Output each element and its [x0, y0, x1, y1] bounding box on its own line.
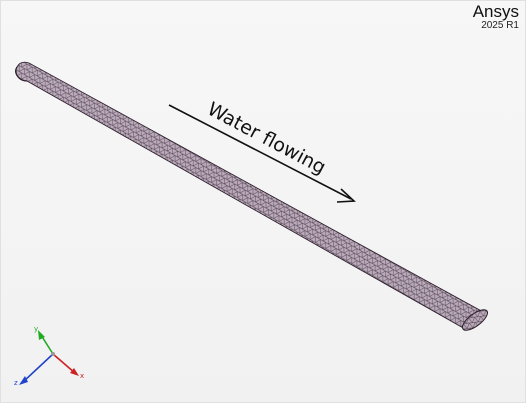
ansys-logo: Ansys 2025 R1	[473, 3, 519, 31]
brand-name: Ansys	[472, 2, 519, 21]
pipe-mesh[interactable]	[15, 61, 491, 334]
flow-annotation-label: Water flowing	[204, 98, 330, 179]
pipe-outlet-face[interactable]	[459, 306, 490, 334]
flow-direction-arrow	[168, 104, 356, 203]
y-axis-arrowhead	[38, 330, 45, 340]
y-axis-label: y	[34, 325, 38, 333]
triad-origin	[51, 352, 55, 356]
z-axis-arrowhead	[19, 376, 28, 385]
x-axis-arrowhead	[70, 368, 79, 376]
axis-triad[interactable]: x y z	[14, 325, 84, 387]
brand-version: 2025 R1	[481, 20, 519, 31]
x-axis-label: x	[80, 372, 84, 380]
z-axis-label: z	[14, 379, 18, 387]
